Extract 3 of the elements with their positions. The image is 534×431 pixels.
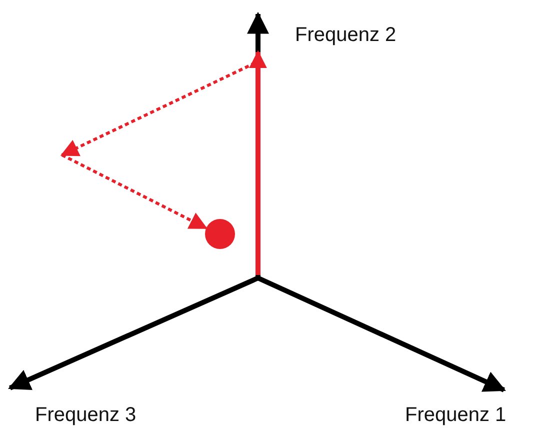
axis-label: Frequenz 3 (35, 404, 136, 427)
axis-label: Frequenz 2 (295, 24, 396, 47)
axis-label: Frequenz 1 (405, 404, 506, 427)
